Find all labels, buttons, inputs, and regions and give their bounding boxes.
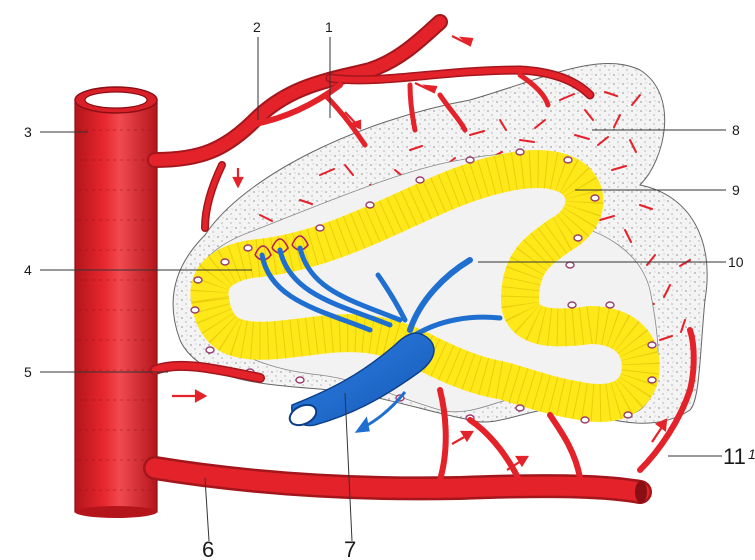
label-9: 9 [732, 182, 740, 198]
arrow-icon [172, 391, 205, 401]
label-10: 10 [728, 254, 744, 270]
label-3: 3 [24, 124, 32, 140]
arrow-icon [234, 168, 242, 186]
aorta [75, 87, 157, 518]
arrow-icon [415, 83, 436, 92]
arrow-icon [452, 432, 472, 444]
label-11-mark: 1 [748, 446, 755, 462]
label-5: 5 [24, 364, 32, 380]
label-6: 6 [202, 537, 214, 560]
label-2: 2 [253, 19, 261, 35]
label-4: 4 [24, 262, 32, 278]
label-7: 7 [344, 537, 356, 560]
label-11: 11 [723, 444, 746, 469]
label-1: 1 [325, 19, 333, 35]
arrow-icon [452, 36, 472, 45]
label-8: 8 [732, 122, 740, 138]
